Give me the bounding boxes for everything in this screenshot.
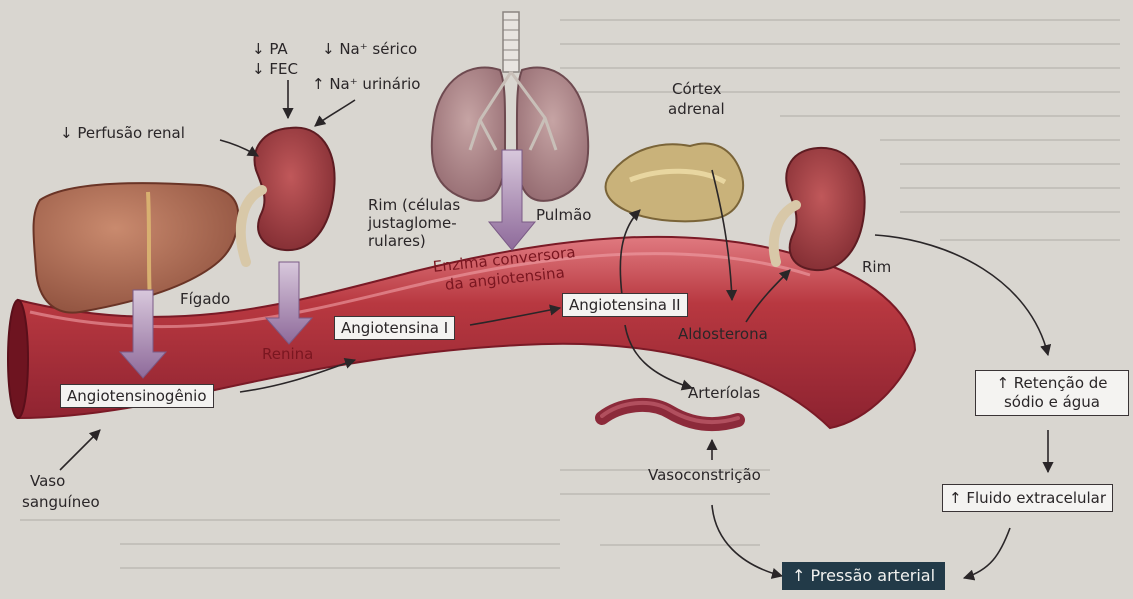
label-na-serico: ↓ Na⁺ sérico [322, 40, 417, 59]
label-adrenal: adrenal [668, 100, 725, 119]
label-rim: Rim [862, 258, 891, 277]
label-cortex: Córtex [672, 80, 722, 99]
retencao-line-1: ↑ Retenção de [982, 374, 1122, 393]
label-pa: ↓ PA [252, 40, 288, 59]
box-pressao-arterial: ↑ Pressão arterial [782, 562, 945, 590]
kidney-icon [241, 128, 335, 262]
retencao-line-2: sódio e água [982, 393, 1122, 412]
label-rim-celulas-3: rulares) [368, 232, 426, 251]
adrenal-gland-icon [606, 143, 743, 221]
label-figado: Fígado [180, 290, 230, 309]
label-na-urinario: ↑ Na⁺ urinário [312, 75, 421, 94]
box-angiotensina-1: Angiotensina I [334, 316, 455, 340]
label-fec: ↓ FEC [252, 60, 298, 79]
label-pulmao: Pulmão [536, 206, 591, 225]
label-rim-celulas-2: justaglome- [368, 214, 457, 233]
label-rim-celulas-1: Rim (células [368, 196, 460, 215]
box-angiotensina-2: Angiotensina II [562, 293, 688, 317]
label-arteriolas: Arteríolas [688, 384, 760, 403]
label-perfusao-renal: ↓ Perfusão renal [60, 124, 185, 143]
label-aldosterona: Aldosterona [678, 325, 768, 344]
box-angiotensinogenio: Angiotensinogênio [60, 384, 214, 408]
arteriole-icon [602, 403, 738, 424]
box-retencao: ↑ Retenção de sódio e água [975, 370, 1129, 416]
box-fluido: ↑ Fluido extracelular [942, 484, 1113, 512]
label-vaso: Vaso [30, 472, 65, 491]
label-renina: Renina [262, 345, 313, 364]
label-vasoconstricao: Vasoconstrição [648, 466, 761, 485]
label-sanguineo: sanguíneo [22, 493, 100, 512]
